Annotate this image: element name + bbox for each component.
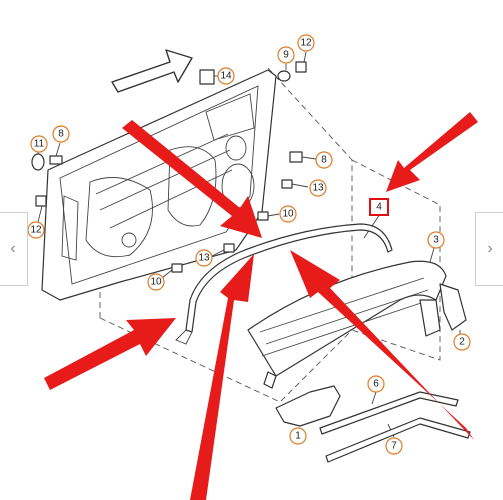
svg-text:12: 12 bbox=[30, 225, 42, 236]
callout-13: 13 bbox=[195, 249, 213, 267]
annotation-arrows bbox=[44, 112, 478, 500]
seal-strip-upper bbox=[319, 391, 459, 435]
callout-1: 1 bbox=[289, 427, 307, 445]
svg-text:3: 3 bbox=[433, 235, 439, 246]
callout-8: 8 bbox=[52, 125, 70, 143]
red-arrow-left bbox=[44, 318, 176, 390]
callout-3: 3 bbox=[427, 231, 445, 249]
chevron-left-icon: ‹ bbox=[10, 240, 16, 257]
door-frame-seal bbox=[185, 223, 393, 333]
svg-text:10: 10 bbox=[150, 277, 162, 288]
svg-text:13: 13 bbox=[198, 253, 210, 264]
seal-strip-lower bbox=[325, 417, 471, 463]
previous-image-button[interactable]: ‹ bbox=[0, 212, 28, 286]
red-arrow-right bbox=[290, 250, 474, 440]
svg-text:10: 10 bbox=[282, 209, 294, 220]
svg-text:8: 8 bbox=[321, 155, 327, 166]
svg-text:6: 6 bbox=[373, 379, 379, 390]
svg-text:14: 14 bbox=[220, 71, 232, 82]
red-arrow-bottom bbox=[190, 254, 254, 500]
svg-text:4: 4 bbox=[376, 202, 382, 213]
svg-text:8: 8 bbox=[58, 129, 64, 140]
callout-6: 6 bbox=[367, 375, 385, 393]
door-inner-panel bbox=[41, 69, 277, 301]
svg-text:9: 9 bbox=[283, 50, 289, 61]
svg-text:11: 11 bbox=[34, 139, 45, 150]
red-arrow-top-left bbox=[122, 120, 262, 238]
svg-text:13: 13 bbox=[312, 183, 324, 194]
callout-12: 12 bbox=[27, 221, 45, 239]
chevron-right-icon: › bbox=[487, 240, 493, 257]
next-image-button[interactable]: › bbox=[475, 212, 503, 286]
callout-13: 13 bbox=[309, 179, 327, 197]
svg-text:7: 7 bbox=[391, 441, 397, 452]
callout-12: 12 bbox=[297, 34, 315, 52]
callout-10: 10 bbox=[279, 205, 297, 223]
callout-14: 14 bbox=[217, 67, 235, 85]
svg-text:12: 12 bbox=[300, 38, 312, 49]
callout-10: 10 bbox=[147, 273, 165, 291]
callout-7: 7 bbox=[385, 437, 403, 455]
callout-8: 8 bbox=[315, 151, 333, 169]
direction-arrow-outline bbox=[111, 49, 193, 93]
callout-2: 2 bbox=[453, 333, 471, 351]
svg-text:1: 1 bbox=[295, 431, 301, 442]
callout-11: 11 bbox=[30, 135, 48, 153]
red-arrow-top-right bbox=[386, 112, 478, 192]
svg-text:2: 2 bbox=[459, 337, 465, 348]
callout-4-highlighted: 4 bbox=[369, 198, 389, 216]
fastener-group bbox=[31, 61, 307, 273]
callout-9: 9 bbox=[277, 46, 295, 64]
mounting-bracket bbox=[275, 385, 341, 427]
